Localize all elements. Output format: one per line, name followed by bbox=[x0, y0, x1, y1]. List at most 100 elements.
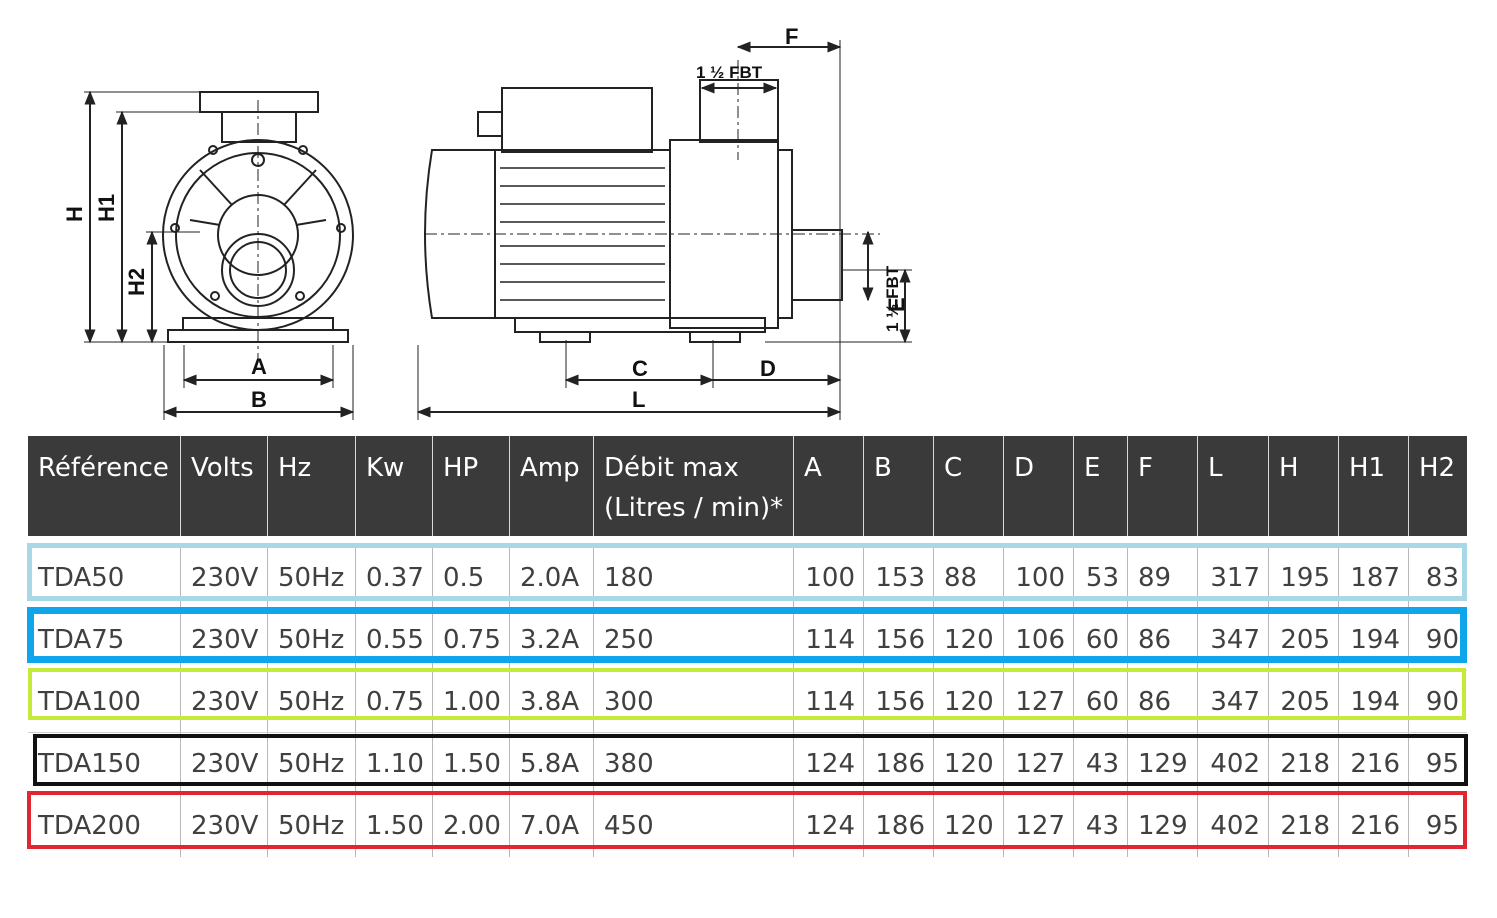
table-cell: 100 bbox=[793, 547, 863, 609]
table-cell: 95 bbox=[1408, 733, 1467, 795]
table-cell: 0.5 bbox=[432, 547, 509, 609]
table-cell: 127 bbox=[1003, 795, 1073, 857]
table-cell: 230V bbox=[180, 795, 267, 857]
table-cell: 7.0A bbox=[509, 795, 593, 857]
table-cell: 402 bbox=[1197, 795, 1268, 857]
table-cell: 89 bbox=[1127, 547, 1197, 609]
table-cell: 218 bbox=[1268, 733, 1338, 795]
table-cell: 5.8A bbox=[509, 733, 593, 795]
table-cell: 347 bbox=[1197, 609, 1268, 671]
table-cell: 1.00 bbox=[432, 671, 509, 733]
table-cell: 90 bbox=[1408, 609, 1467, 671]
table-cell: 129 bbox=[1127, 795, 1197, 857]
table-cell: 100 bbox=[1003, 547, 1073, 609]
table-cell: 230V bbox=[180, 547, 267, 609]
table-cell: 90 bbox=[1408, 671, 1467, 733]
header-cell: L bbox=[1197, 436, 1268, 536]
table-cell: 1.50 bbox=[432, 733, 509, 795]
table-cell: 50Hz bbox=[267, 547, 355, 609]
table-cell: 50Hz bbox=[267, 795, 355, 857]
table-cell: 402 bbox=[1197, 733, 1268, 795]
table-cell: 0.37 bbox=[355, 547, 432, 609]
header-cell: B bbox=[863, 436, 933, 536]
table-cell: 0.55 bbox=[355, 609, 432, 671]
table-cell: 230V bbox=[180, 671, 267, 733]
table-cell: 156 bbox=[863, 609, 933, 671]
table-cell: 129 bbox=[1127, 733, 1197, 795]
table-cell: TDA100 bbox=[38, 687, 141, 717]
table-cell: 300 bbox=[593, 671, 793, 733]
dim-label-b: B bbox=[251, 387, 267, 412]
table-cell: 120 bbox=[933, 795, 1003, 857]
table-cell: 120 bbox=[933, 609, 1003, 671]
table-cell: 205 bbox=[1268, 671, 1338, 733]
table-cell: 114 bbox=[793, 671, 863, 733]
table-cell: 317 bbox=[1197, 547, 1268, 609]
header-cell: Volts bbox=[180, 436, 267, 536]
table-cell: TDA75 bbox=[38, 625, 125, 655]
table-cell: 1.10 bbox=[355, 733, 432, 795]
outlet-label: 1 ½ FBT bbox=[696, 63, 763, 82]
table-cell: 124 bbox=[793, 733, 863, 795]
header-debit-line2: (Litres / min)* bbox=[604, 493, 784, 523]
table-cell: 106 bbox=[1003, 609, 1073, 671]
table-cell: 187 bbox=[1338, 547, 1408, 609]
header-cell: E bbox=[1073, 436, 1127, 536]
table-cell: 124 bbox=[793, 795, 863, 857]
table-cell: 0.75 bbox=[355, 671, 432, 733]
table-cell: 194 bbox=[1338, 671, 1408, 733]
table-cell: 1.50 bbox=[355, 795, 432, 857]
header-cell: Hz bbox=[267, 436, 355, 536]
header-cell: H bbox=[1268, 436, 1338, 536]
dim-label-d: D bbox=[760, 356, 776, 381]
header-cell: H1 bbox=[1338, 436, 1408, 536]
table-cell: 114 bbox=[793, 609, 863, 671]
table-cell: 2.0A bbox=[509, 547, 593, 609]
dim-label-a: A bbox=[251, 354, 267, 379]
header-cell: HP bbox=[432, 436, 509, 536]
header-debit-line1: Débit max bbox=[604, 453, 739, 483]
table-cell: 218 bbox=[1268, 795, 1338, 857]
table-cell: 43 bbox=[1073, 733, 1127, 795]
table-cell: 3.8A bbox=[509, 671, 593, 733]
header-cell: C bbox=[933, 436, 1003, 536]
header-cell: A bbox=[793, 436, 863, 536]
table-cell: 347 bbox=[1197, 671, 1268, 733]
table-cell: 95 bbox=[1408, 795, 1467, 857]
dim-label-f: F bbox=[785, 24, 798, 49]
dim-label-c: C bbox=[632, 356, 648, 381]
table-cell: 216 bbox=[1338, 795, 1408, 857]
table-cell: 86 bbox=[1127, 609, 1197, 671]
table-cell: 127 bbox=[1003, 671, 1073, 733]
table-cell: 195 bbox=[1268, 547, 1338, 609]
table-cell: 186 bbox=[863, 733, 933, 795]
header-cell: Référence bbox=[38, 453, 169, 483]
table-cell: 120 bbox=[933, 671, 1003, 733]
table-cell: 156 bbox=[863, 671, 933, 733]
header-cell: Débit max (Litres / min)* bbox=[593, 436, 793, 536]
table-cell: 50Hz bbox=[267, 671, 355, 733]
pump-front-view bbox=[84, 90, 355, 420]
header-cell: F bbox=[1127, 436, 1197, 536]
table-cell: 60 bbox=[1073, 609, 1127, 671]
table-cell: 180 bbox=[593, 547, 793, 609]
table-cell: 3.2A bbox=[509, 609, 593, 671]
dim-label-h: H bbox=[62, 206, 87, 222]
dim-label-h1: H1 bbox=[94, 194, 119, 222]
inlet-label: 1 ½ FBT bbox=[883, 265, 902, 332]
table-cell: 230V bbox=[180, 609, 267, 671]
table-cell: 0.75 bbox=[432, 609, 509, 671]
table-cell: 194 bbox=[1338, 609, 1408, 671]
table-cell: 153 bbox=[863, 547, 933, 609]
table-cell: 230V bbox=[180, 733, 267, 795]
table-cell: 86 bbox=[1127, 671, 1197, 733]
table-cell: 43 bbox=[1073, 795, 1127, 857]
table-cell: 380 bbox=[593, 733, 793, 795]
table-cell: 2.00 bbox=[432, 795, 509, 857]
table-cell: 250 bbox=[593, 609, 793, 671]
table-cell: 53 bbox=[1073, 547, 1127, 609]
